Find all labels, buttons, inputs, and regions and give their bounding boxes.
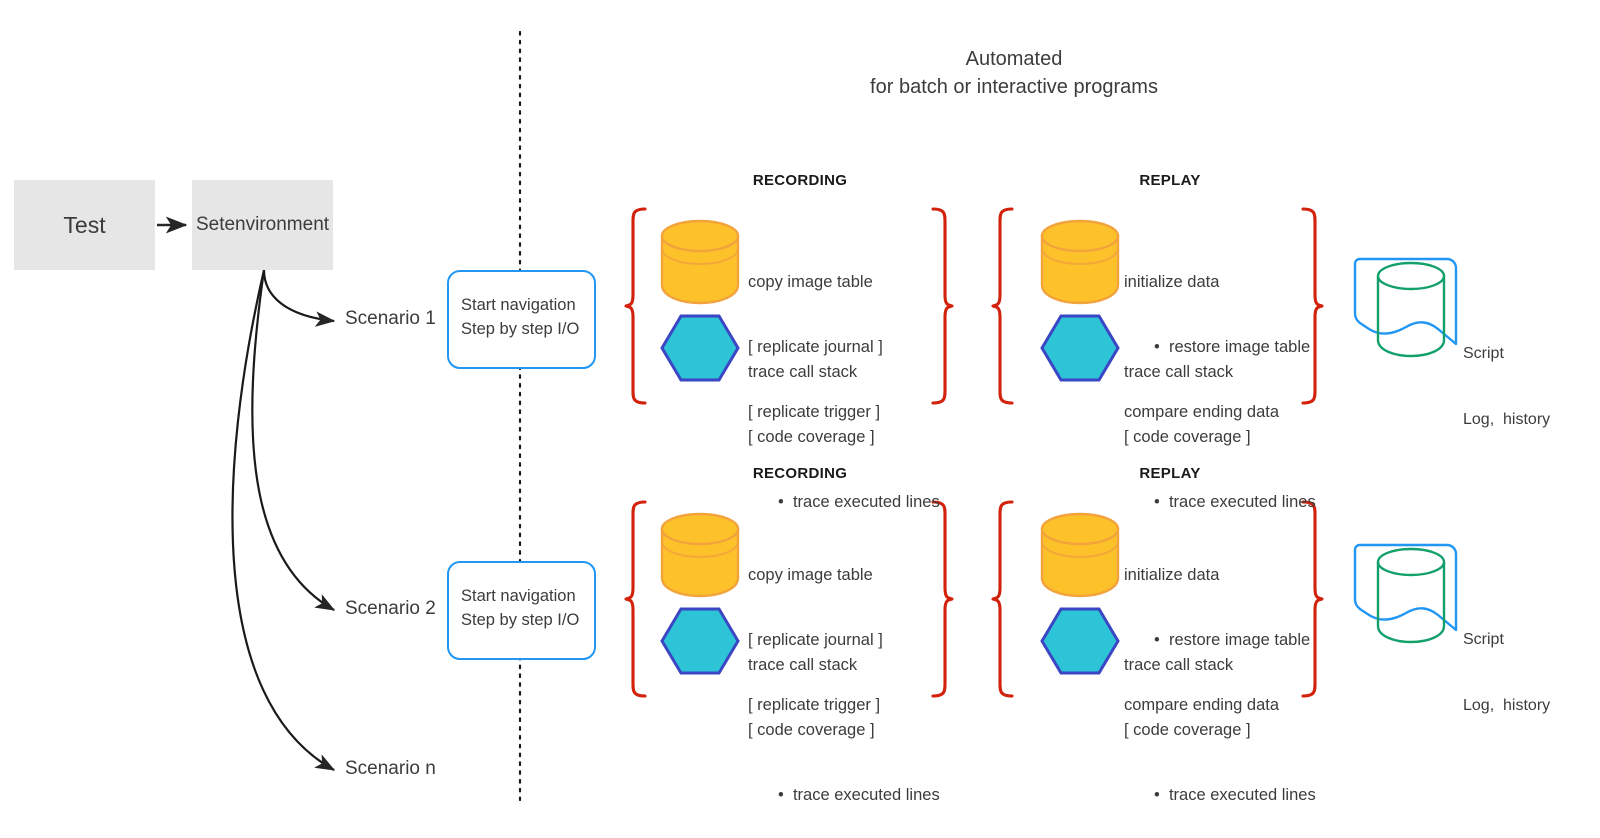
- script-label-line1-row2: Script: [1463, 631, 1504, 648]
- recording-trace-line-2: [ code coverage ]: [748, 427, 875, 446]
- replay-db-bullet-1-row2: • restore image table: [1154, 630, 1311, 649]
- replay-trace-line-1: trace call stack: [1124, 362, 1234, 381]
- recording-db-line-2-row2: [ replicate journal ]: [748, 630, 883, 649]
- replay-trace-hexagon-row2: [1040, 607, 1120, 675]
- test-box-label: Test: [63, 211, 106, 238]
- replay-brace-right-row2: [1301, 500, 1324, 698]
- bullet-glyph: •: [1154, 630, 1169, 649]
- replay-trace-text-row1: trace call stack [ code coverage ] • tra…: [1124, 318, 1316, 558]
- set-environment-line-1: Set: [195, 214, 225, 236]
- recording-trace-text-row1: trace call stack [ code coverage ] • tra…: [748, 318, 940, 558]
- scenario-label-2: Scenario 2: [345, 598, 436, 619]
- section-title-replay-row1: REPLAY: [1139, 172, 1201, 189]
- recording-trace-bullet-1: • trace executed lines: [778, 493, 940, 512]
- replay-trace-line-1-row2: trace call stack: [1124, 655, 1234, 674]
- start-navigation-box-row1[interactable]: Start navigation Step by step I/O: [447, 270, 596, 369]
- replay-db-line-2-row2: compare ending data: [1124, 696, 1280, 715]
- recording-trace-hexagon-row2: [660, 607, 740, 675]
- replay-trace-text-row2: trace call stack [ code coverage ] • tra…: [1124, 611, 1316, 838]
- start-navigation-line1-row1: Start navigation: [461, 296, 576, 314]
- section-title-recording-row1: RECORDING: [752, 172, 848, 189]
- replay-database-cylinder-row2: [1040, 512, 1120, 598]
- replay-db-bullet-1: • restore image table: [1154, 337, 1311, 356]
- section-title-recording-row2: RECORDING: [752, 465, 848, 482]
- replay-db-line-1: initialize data: [1124, 272, 1220, 291]
- replay-db-line-1-row2: initialize data: [1124, 565, 1220, 584]
- replay-trace-bullet-1: • trace executed lines: [1154, 493, 1316, 512]
- replay-brace-left-row2: [991, 500, 1014, 698]
- recording-database-text-row1: copy image table [ replicate journal ] […: [748, 228, 883, 468]
- recording-brace-right-row1: [931, 207, 954, 405]
- replay-trace-hexagon-row1: [1040, 314, 1120, 382]
- replay-db-line-2: compare ending data: [1124, 403, 1280, 422]
- start-navigation-line2-row1: Step by step I/O: [461, 319, 580, 338]
- recording-db-line-3: [ replicate trigger ]: [748, 403, 881, 422]
- replay-brace-right-row1: [1301, 207, 1324, 405]
- scenario-label-n: Scenario n: [345, 758, 436, 779]
- recording-database-text-row2: copy image table [ replicate journal ] […: [748, 521, 883, 761]
- recording-db-line-1: copy image table: [748, 272, 873, 291]
- recording-db-line-2: [ replicate journal ]: [748, 337, 883, 356]
- arrow-setenv-to-scenario-n: [231, 269, 336, 771]
- replay-database-cylinder-row1: [1040, 219, 1120, 305]
- script-log-label-row1: Script Log, history: [1463, 299, 1550, 475]
- recording-db-line-3-row2: [ replicate trigger ]: [748, 696, 881, 715]
- arrow-setenv-to-scenario-2: [251, 269, 336, 611]
- recording-db-line-1-row2: copy image table: [748, 565, 873, 584]
- replay-database-text-row1: initialize data • restore image table co…: [1124, 228, 1310, 468]
- section-title-replay-row2: REPLAY: [1139, 465, 1201, 482]
- start-navigation-box-row2[interactable]: Start navigation Step by step I/O: [447, 561, 596, 660]
- recording-database-cylinder-row1: [660, 219, 740, 305]
- script-label-line2-row2: Log, history: [1463, 697, 1551, 714]
- bullet-glyph: •: [1154, 337, 1169, 356]
- replay-brace-left-row1: [991, 207, 1014, 405]
- replay-trace-line-2: [ code coverage ]: [1124, 427, 1251, 446]
- recording-database-cylinder-row2: [660, 512, 740, 598]
- start-navigation-line1-row2: Start navigation: [461, 587, 576, 605]
- script-label-line2-row1: Log, history: [1463, 411, 1551, 428]
- bullet-glyph: •: [1154, 786, 1169, 805]
- recording-brace-right-row2: [931, 500, 954, 698]
- recording-brace-left-row2: [624, 500, 647, 698]
- recording-trace-hexagon-row1: [660, 314, 740, 382]
- bullet-glyph: •: [778, 786, 793, 805]
- start-navigation-line2-row2: Step by step I/O: [461, 610, 580, 629]
- recording-trace-line-2-row2: [ code coverage ]: [748, 720, 875, 739]
- script-log-icon-row2: [1353, 543, 1458, 644]
- script-log-icon-row1: [1353, 257, 1458, 358]
- replay-trace-bullet-1-row2: • trace executed lines: [1154, 786, 1316, 805]
- replay-trace-line-2-row2: [ code coverage ]: [1124, 720, 1251, 739]
- arrow-setenv-to-scenario-1: [262, 269, 336, 327]
- script-log-label-row2: Script Log, history: [1463, 585, 1550, 761]
- test-box[interactable]: Test: [14, 180, 155, 270]
- recording-trace-line-1-row2: trace call stack: [748, 655, 858, 674]
- recording-trace-line-1: trace call stack: [748, 362, 858, 381]
- diagram-title-line-1: Automated: [965, 48, 1063, 70]
- replay-database-text-row2: initialize data • restore image table co…: [1124, 521, 1310, 761]
- script-label-line1-row1: Script: [1463, 345, 1504, 362]
- scenario-label-1: Scenario 1: [345, 308, 436, 329]
- recording-trace-text-row2: trace call stack [ code coverage ] • tra…: [748, 611, 940, 838]
- recording-trace-bullet-1-row2: • trace executed lines: [778, 786, 940, 805]
- diagram-title-line-2: for batch or interactive programs: [870, 76, 1158, 98]
- recording-brace-left-row1: [624, 207, 647, 405]
- bullet-glyph: •: [778, 493, 793, 512]
- set-environment-line-2: environment: [224, 214, 330, 236]
- bullet-glyph: •: [1154, 493, 1169, 512]
